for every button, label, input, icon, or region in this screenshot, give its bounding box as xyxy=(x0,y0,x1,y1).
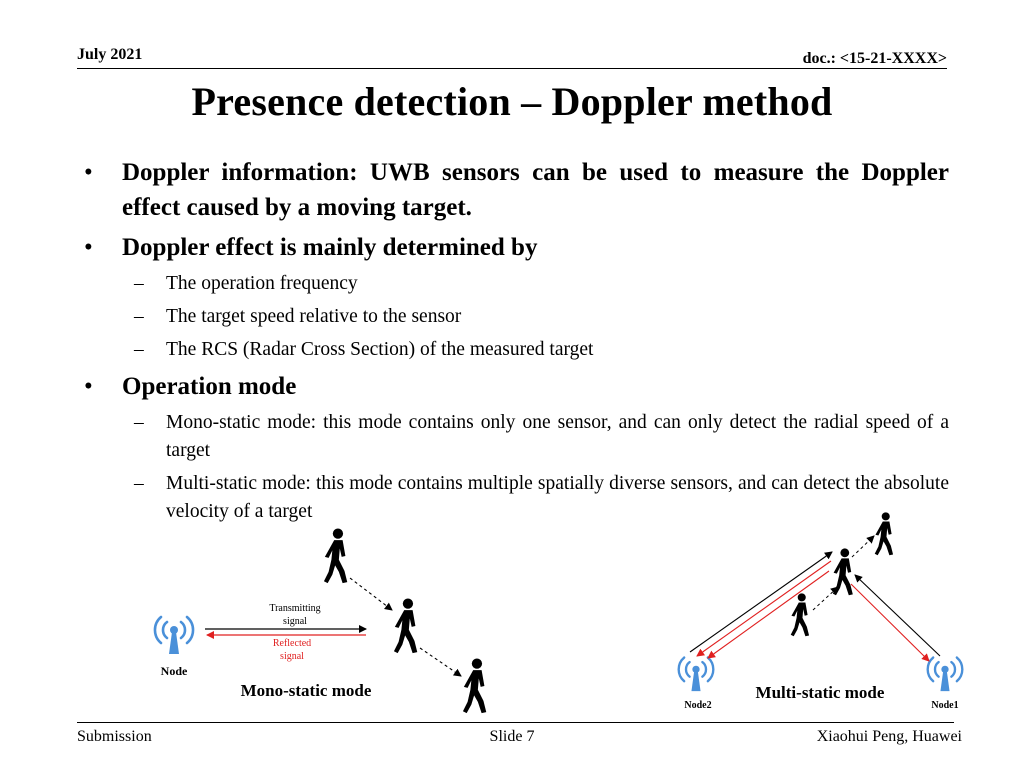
dash-mark: – xyxy=(134,412,144,433)
bullet-dot: • xyxy=(84,159,93,186)
sub-bullet-text: The target speed relative to the sensor xyxy=(166,306,462,327)
sub-bullet: – Mono-static mode: this mode contains o… xyxy=(77,409,949,465)
walking-person-icon xyxy=(393,598,418,654)
motion-path xyxy=(419,647,462,677)
tx-label-2: signal xyxy=(283,616,307,627)
bullet-dot: • xyxy=(84,373,93,400)
header-divider xyxy=(77,68,947,69)
sub-bullet-text: Mono-static mode: this mode contains onl… xyxy=(166,412,949,461)
bullet-doppler-info: • Doppler information: UWB sensors can b… xyxy=(77,155,949,225)
multi-rx-arrow xyxy=(707,570,830,659)
walking-person-icon xyxy=(832,548,853,596)
multi-rx-arrow xyxy=(696,560,832,657)
sub-bullet: – The target speed relative to the senso… xyxy=(77,303,949,331)
header-doc-id: doc.: <15-21-XXXX> xyxy=(802,50,947,67)
dash-mark: – xyxy=(134,273,144,294)
multi-caption: Multi-static mode xyxy=(756,683,885,702)
header-date: July 2021 xyxy=(77,46,143,63)
motion-path xyxy=(349,577,393,611)
dash-mark: – xyxy=(134,473,144,494)
walking-person-icon xyxy=(790,593,810,637)
tx-label-1: Transmitting xyxy=(269,603,320,614)
multi-rx-arrow xyxy=(850,583,930,662)
node2-label: Node2 xyxy=(684,700,711,711)
bullet-dot: • xyxy=(84,234,93,261)
bullet-text: Operation mode xyxy=(122,373,297,400)
walking-person-icon xyxy=(462,658,487,714)
footer-divider xyxy=(77,722,954,723)
multi-tx-arrow xyxy=(689,551,833,653)
footer-slide-number: Slide 7 xyxy=(489,728,535,745)
node1-label: Node1 xyxy=(931,700,958,711)
wifi-antenna-icon xyxy=(153,615,195,656)
bullet-doppler-effect: • Doppler effect is mainly determined by xyxy=(77,230,949,265)
slide-body: • Doppler information: UWB sensors can b… xyxy=(77,155,949,531)
dash-mark: – xyxy=(134,339,144,360)
walking-person-icon xyxy=(874,512,894,556)
motion-path xyxy=(851,535,875,558)
sub-bullet-text: The operation frequency xyxy=(166,273,358,294)
rx-label-2: signal xyxy=(280,651,304,662)
rx-label-1: Reflected xyxy=(273,638,311,649)
mono-node-label: Node xyxy=(161,664,188,678)
bullet-text: Doppler effect is mainly determined by xyxy=(122,234,538,261)
walking-person-icon xyxy=(323,528,348,584)
sub-bullet: – Multi-static mode: this mode contains … xyxy=(77,470,949,526)
slide-title: Presence detection – Doppler method xyxy=(191,79,833,124)
sub-bullet: – The RCS (Radar Cross Section) of the m… xyxy=(77,336,949,364)
dash-mark: – xyxy=(134,306,144,327)
motion-path xyxy=(812,586,839,611)
bullet-text: Doppler information: UWB sensors can be … xyxy=(122,159,949,221)
multi-tx-arrow xyxy=(854,574,941,657)
wifi-antenna-icon xyxy=(926,656,964,693)
footer-submission: Submission xyxy=(77,728,152,745)
bullet-operation-mode: • Operation mode xyxy=(77,369,949,404)
sub-bullet: – The operation frequency xyxy=(77,270,949,298)
sub-bullet-text: The RCS (Radar Cross Section) of the mea… xyxy=(166,339,594,360)
sub-bullet-text: Multi-static mode: this mode contains mu… xyxy=(166,473,949,522)
wifi-antenna-icon xyxy=(677,656,715,693)
footer-author: Xiaohui Peng, Huawei xyxy=(816,728,962,745)
mono-caption: Mono-static mode xyxy=(241,681,372,700)
